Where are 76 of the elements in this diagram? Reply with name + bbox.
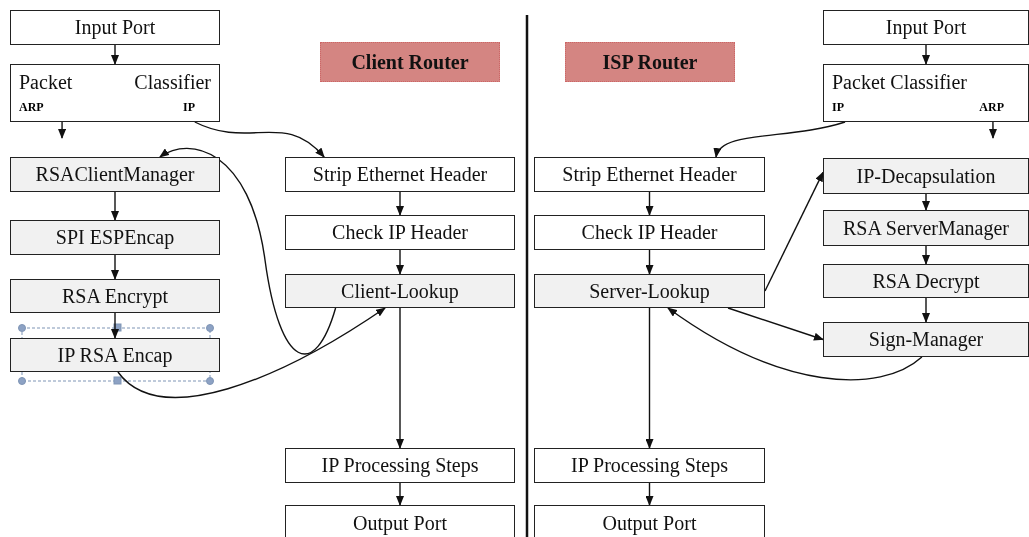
process-box [10, 279, 220, 313]
arrow [645, 249, 654, 275]
process-box [823, 158, 1029, 194]
step-label: RSA Encrypt [61, 284, 169, 308]
port-label: ARP [979, 100, 1004, 115]
step-label: Strip Ethernet Header [562, 163, 737, 186]
step-label: Strip Ethernet Header [312, 163, 488, 186]
arrow [194, 121, 325, 158]
step-label: IP Processing Steps [321, 454, 479, 477]
arrow [111, 44, 119, 65]
step-label: RSA Decrypt [872, 269, 980, 293]
arrow [727, 307, 824, 341]
arrow [645, 482, 654, 506]
step-label: Check IP Header [581, 221, 718, 244]
arrow [396, 482, 404, 506]
step-label: SPI ESPEncap [55, 226, 175, 249]
process-box [534, 505, 765, 537]
step-label: Output Port [602, 511, 697, 535]
process-box [285, 157, 515, 192]
arrow [396, 249, 404, 275]
arrow [988, 121, 997, 139]
process-box [534, 274, 765, 308]
process-box [534, 448, 765, 483]
step-label: Server-Lookup [589, 279, 710, 303]
process-box [10, 157, 220, 192]
process-box [10, 64, 220, 122]
arrow [111, 191, 119, 221]
step-label: IP Processing Steps [570, 454, 728, 477]
step-label: IP-Decapsulation [856, 164, 996, 188]
step-label: Input Port [885, 16, 967, 39]
step-label: Client-Lookup [341, 279, 459, 303]
step-label: Packet Classifier [832, 71, 968, 94]
process-box [10, 338, 220, 372]
arrow [396, 307, 404, 449]
process-box [823, 10, 1029, 45]
port-label: IP [832, 100, 844, 115]
arrow [922, 193, 930, 211]
arrow [159, 147, 337, 355]
step-label: RSA ServerManager [842, 216, 1010, 240]
process-box [823, 264, 1029, 298]
arrow [58, 121, 67, 139]
arrow [922, 297, 930, 323]
arrow [764, 171, 824, 292]
process-box [10, 220, 220, 255]
arrow [715, 121, 846, 158]
step-label: Check IP Header [332, 221, 468, 244]
banner-title: ISP Router [602, 50, 698, 74]
process-box [10, 10, 220, 45]
process-box [534, 215, 765, 250]
process-box [285, 274, 515, 308]
step-label: Sign-Manager [868, 328, 984, 351]
arrow [645, 191, 654, 216]
port-label: IP [183, 100, 195, 115]
title-banner [565, 42, 735, 82]
arrow [922, 245, 930, 265]
process-box [285, 448, 515, 483]
step-label: IP RSA Encap [57, 343, 173, 367]
arrow [111, 254, 119, 280]
banner-title: Client Router [351, 50, 469, 74]
port-label: ARP [19, 100, 44, 115]
step-label: Packet Classifier [19, 71, 211, 94]
process-box [823, 64, 1029, 122]
arrow [111, 312, 119, 339]
process-box [823, 210, 1029, 246]
process-box [823, 322, 1029, 357]
arrow [667, 307, 923, 381]
process-box [285, 505, 515, 537]
process-box [534, 157, 765, 192]
step-label: Output Port [353, 511, 447, 535]
step-label: Input Port [74, 16, 156, 39]
step-label: RSAClientManager [35, 163, 195, 186]
arrow [396, 191, 404, 216]
title-banner [320, 42, 500, 82]
arrow [922, 44, 930, 65]
arrow [645, 307, 654, 449]
process-box [285, 215, 515, 250]
